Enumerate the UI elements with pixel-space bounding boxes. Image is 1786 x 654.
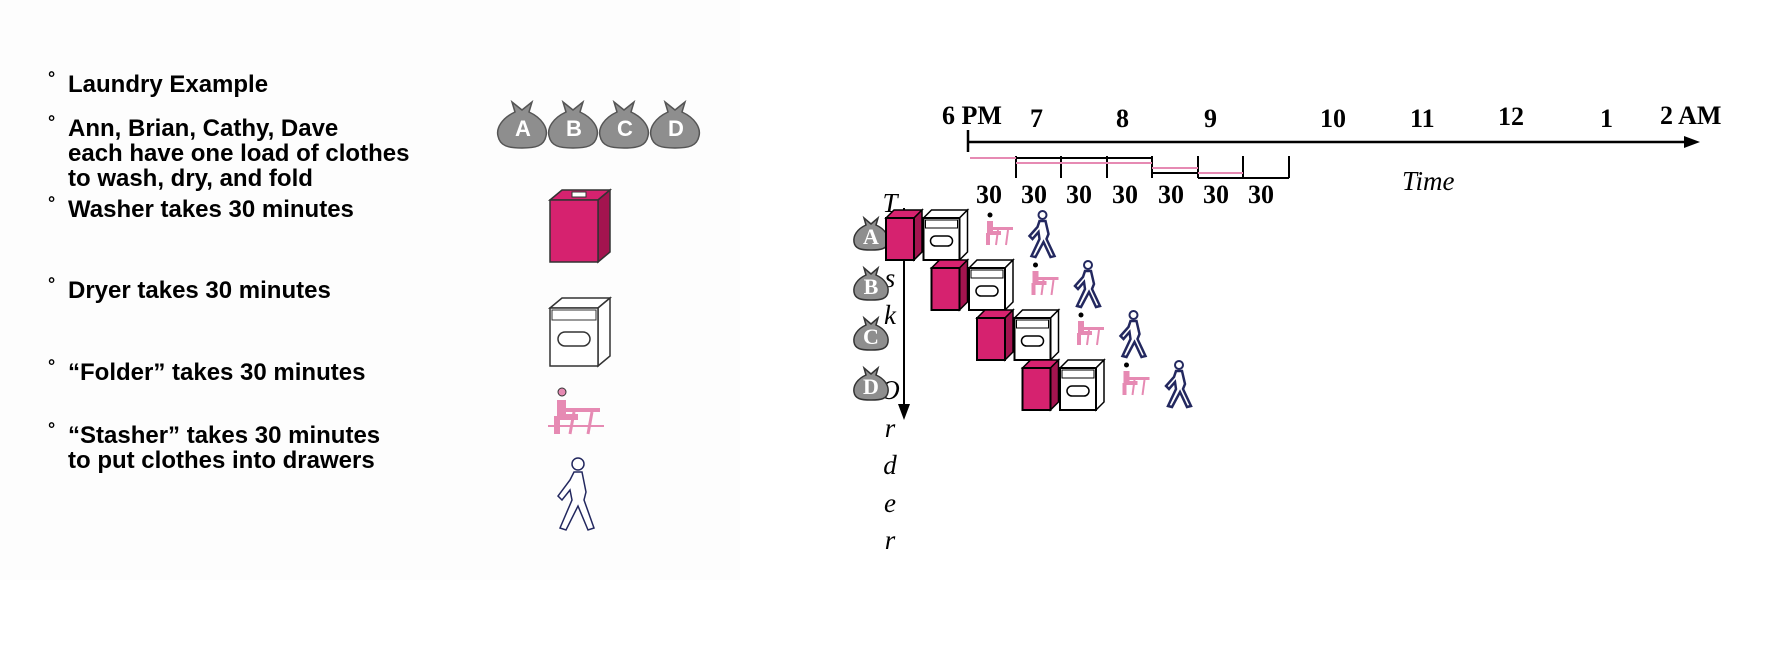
washer-stage-icon	[884, 208, 924, 262]
tick-label: 2 AM	[1660, 101, 1722, 130]
task-order-letter: r	[884, 413, 896, 443]
stasher-stage-icon	[1164, 360, 1193, 409]
task-bag-label: A	[863, 224, 879, 249]
task-order-letter: r	[884, 525, 896, 555]
washer-icon	[547, 188, 613, 264]
tick-label: 11	[1410, 104, 1435, 133]
dryer-stage-icon	[1012, 308, 1061, 362]
stasher-stage-icon	[1118, 310, 1148, 359]
duration-label: 30	[1066, 180, 1092, 209]
bag-label-c: C	[617, 116, 633, 141]
legend-panel: ° Laundry Example ° Ann, Brian, Cathy, D…	[0, 0, 740, 580]
laundry-bag-icon	[649, 99, 701, 149]
duration-label: 30	[1203, 180, 1229, 209]
bullet-text: “Folder” takes 30 minutes	[68, 359, 366, 386]
task-order-arrowhead	[898, 404, 910, 420]
tick-label: 6 PM	[942, 101, 1002, 130]
bag-label-b: B	[566, 116, 582, 141]
task-bag-icon	[853, 265, 889, 301]
task-bag-label: D	[863, 374, 879, 399]
duration-label: 30	[1021, 180, 1047, 209]
tick-label: 7	[1030, 104, 1043, 133]
stasher-stage-icon	[1073, 260, 1102, 309]
bullet-text: Ann, Brian, Cathy, Dave each have one lo…	[68, 115, 410, 192]
bullet-marker: °	[48, 68, 56, 88]
laundry-bag-icon	[496, 99, 548, 149]
bag-label-a: A	[515, 116, 531, 141]
tick-label: 1	[1600, 104, 1613, 133]
bullet-text: Laundry Example	[68, 71, 269, 98]
dryer-icon	[547, 296, 613, 368]
bag-label-d: D	[668, 116, 684, 141]
dryer-stage-icon	[921, 208, 970, 262]
bullet-marker: °	[48, 193, 56, 213]
task-bag-label: B	[863, 274, 879, 299]
task-bag-label: C	[863, 324, 879, 349]
task-order-letter: e	[884, 488, 896, 518]
dryer-stage-icon	[967, 258, 1015, 312]
folder-stage-icon	[1122, 362, 1150, 396]
bullet-marker: °	[48, 356, 56, 376]
folder-stage-icon	[1077, 312, 1104, 346]
duration-label: 30	[1158, 180, 1184, 209]
task-order-letter: s	[884, 263, 896, 293]
folder-stage-icon	[986, 212, 1013, 246]
laundry-bag-icon	[547, 99, 599, 149]
washer-stage-icon	[975, 308, 1015, 362]
folder-stage-icon	[1031, 262, 1059, 296]
stage-duration-bars	[970, 157, 1289, 179]
bullet-text: Washer takes 30 minutes	[68, 196, 354, 223]
task-order-letter: d	[883, 450, 897, 480]
dryer-stage-icon	[1058, 358, 1106, 412]
task-bag-icon	[853, 315, 889, 351]
duration-label: 30	[1248, 180, 1274, 209]
stasher-icon	[557, 457, 595, 531]
task-bag-icon	[853, 365, 889, 401]
washer-stage-icon	[929, 258, 970, 312]
duration-label: 30	[976, 180, 1002, 209]
time-axis-label: Time	[1402, 166, 1455, 196]
washer-stage-icon	[1020, 358, 1061, 412]
time-axis-arrowhead	[1684, 136, 1700, 148]
tick-label: 9	[1204, 104, 1217, 133]
stasher-stage-icon	[1027, 210, 1057, 259]
bullet-marker: °	[48, 419, 56, 439]
tick-label: 10	[1320, 104, 1346, 133]
pipeline-timeline: 6 PM 7 8 9 10 11 12 1 2 AM	[780, 0, 1786, 654]
task-order-letter: k	[884, 300, 896, 330]
folder-icon	[548, 387, 604, 435]
laundry-bag-icon	[598, 99, 650, 149]
task-bag-icon	[853, 215, 889, 251]
duration-label: 30	[1112, 180, 1138, 209]
bullet-text: Dryer takes 30 minutes	[68, 277, 331, 304]
bullet-marker: °	[48, 112, 56, 132]
tick-label: 8	[1116, 104, 1129, 133]
bullet-text: “Stasher” takes 30 minutes to put clothe…	[68, 422, 381, 474]
bullet-marker: °	[48, 274, 56, 294]
tick-label: 12	[1498, 102, 1524, 131]
task-rows-canvas	[853, 208, 1193, 412]
laundry-bags-icon	[496, 99, 701, 149]
